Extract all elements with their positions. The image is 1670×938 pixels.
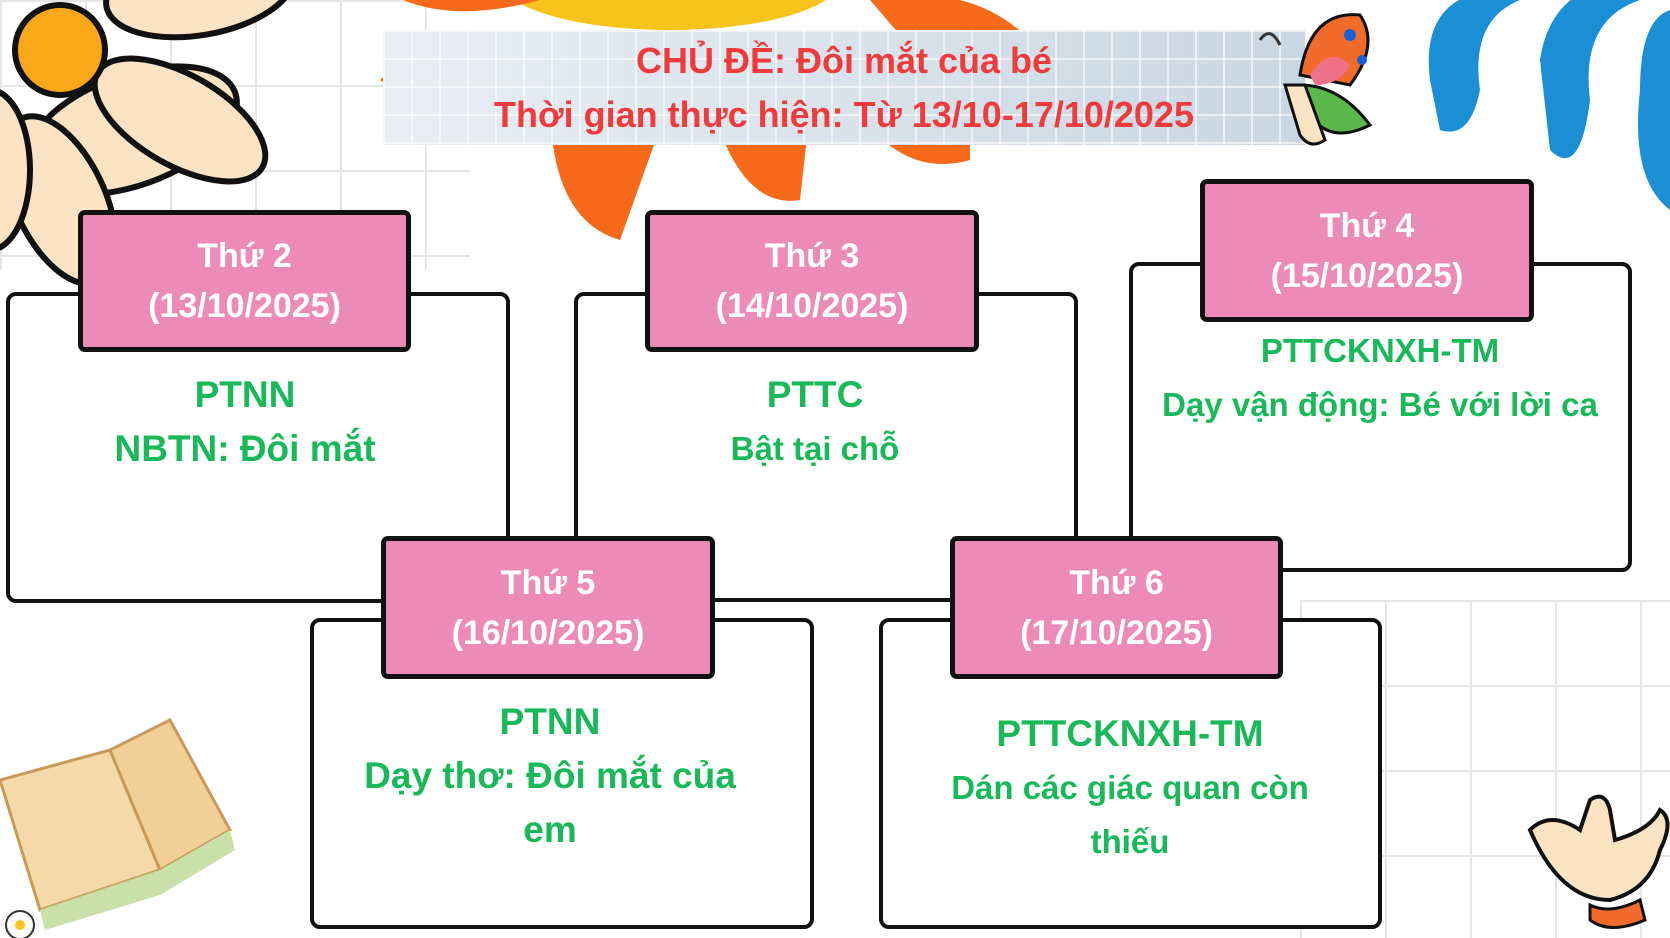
day-label-friday: Thứ 6 (17/10/2025): [950, 536, 1283, 679]
day-date: (17/10/2025): [1020, 613, 1213, 652]
period-subtitle: Thời gian thực hiện: Từ 13/10-17/10/2025: [494, 93, 1194, 135]
title-banner: CHỦ ĐỀ: Đôi mắt của bé Thời gian thực hi…: [383, 30, 1305, 145]
day-date: (13/10/2025): [148, 287, 341, 325]
day-label-wednesday: Thứ 4 (15/10/2025): [1200, 179, 1534, 322]
activity: Dạy thơ: Đôi mắt của em: [364, 755, 736, 850]
activity-friday: PTTCKNXH-TM Dán các giác quan còn thiếu: [930, 707, 1330, 869]
day-date: (15/10/2025): [1270, 256, 1464, 295]
hand-icon: [1527, 794, 1670, 929]
day-name: Thứ 4: [1319, 206, 1415, 245]
day-label-tuesday: Thứ 3 (14/10/2025): [645, 210, 979, 352]
subject: PTTCKNXH-TM: [996, 713, 1264, 754]
day-name: Thứ 5: [500, 563, 596, 602]
subject: PTNN: [194, 374, 296, 415]
day-label-monday: Thứ 2 (13/10/2025): [78, 210, 411, 352]
day-date: (14/10/2025): [715, 287, 909, 325]
subject: PTTCKNXH-TM: [1260, 332, 1500, 369]
blue-wave-decoration-icon: [1428, 0, 1670, 210]
day-name: Thứ 2: [197, 237, 292, 275]
activity: Bật tại chỗ: [730, 430, 900, 467]
activity: NBTN: Đôi mắt: [114, 428, 376, 469]
subject: PTNN: [499, 701, 601, 742]
topic-title: CHỦ ĐỀ: Đôi mắt của bé: [635, 39, 1053, 81]
day-date: (16/10/2025): [451, 613, 645, 652]
butterfly-icon: [1258, 13, 1373, 146]
activity-monday: PTNN NBTN: Đôi mắt: [40, 368, 450, 476]
book-icon: [0, 718, 235, 938]
activity-tuesday: PTTC Bật tại chỗ: [610, 368, 1020, 476]
activity: Dạy vận động: Bé với lời ca: [1162, 386, 1598, 423]
activity: Dán các giác quan còn thiếu: [951, 769, 1309, 860]
activity-thursday: PTNN Dạy thơ: Đôi mắt của em: [340, 695, 760, 857]
activity-wednesday: PTTCKNXH-TM Dạy vận động: Bé với lời ca: [1140, 324, 1620, 432]
subject: PTTC: [766, 374, 864, 415]
day-name: Thứ 6: [1069, 563, 1164, 602]
day-name: Thứ 3: [764, 237, 860, 275]
day-label-thursday: Thứ 5 (16/10/2025): [381, 536, 715, 679]
